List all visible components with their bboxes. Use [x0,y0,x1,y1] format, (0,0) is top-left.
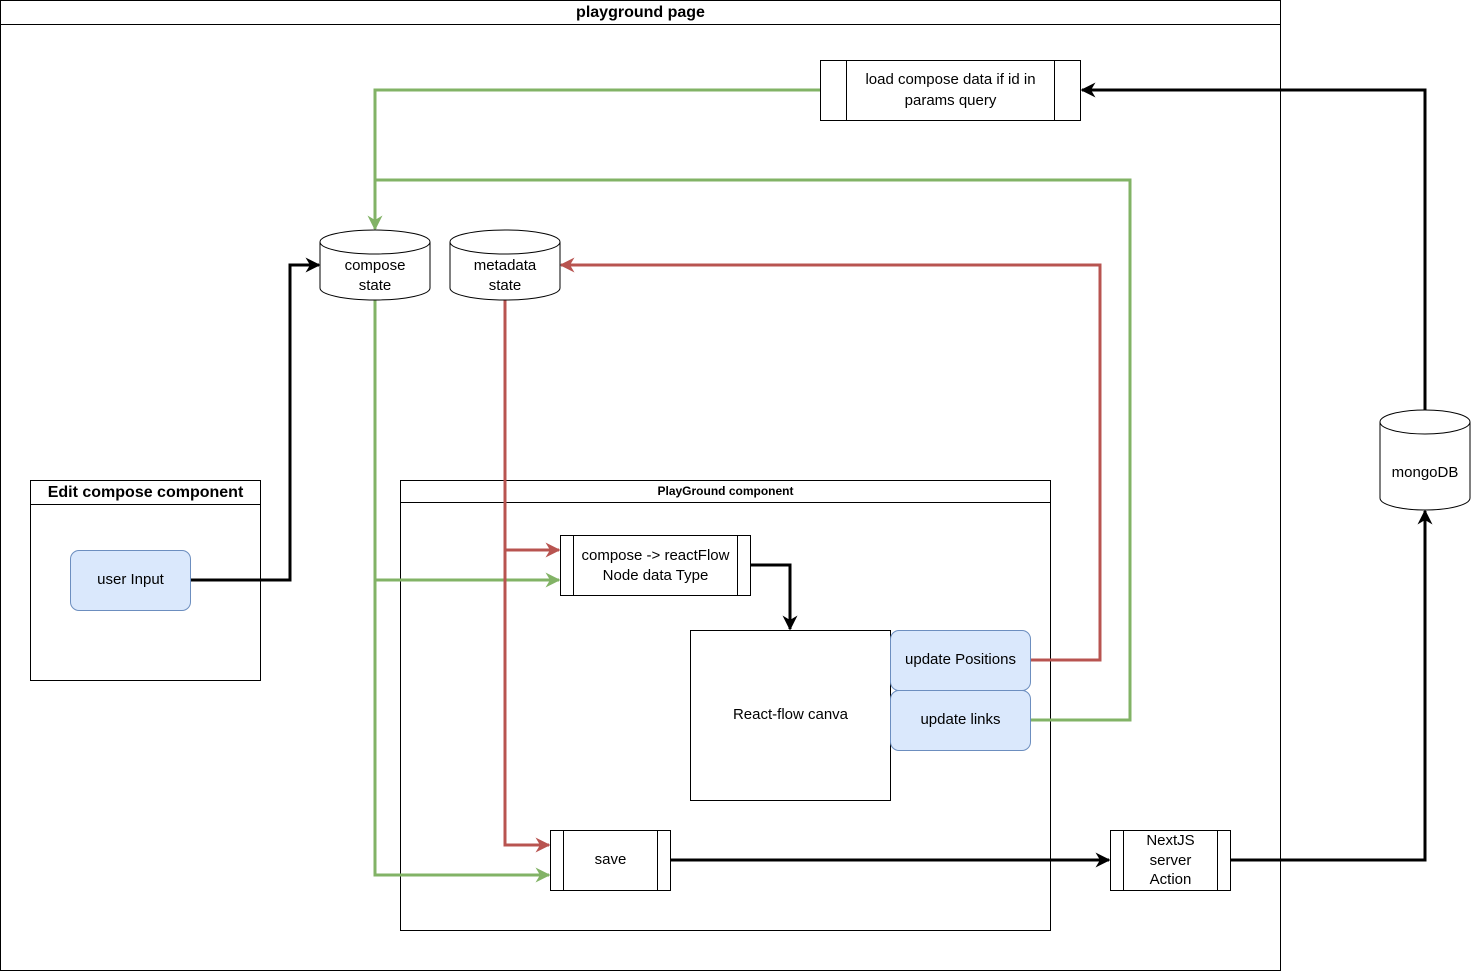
user-input-node: user Input [70,550,191,611]
edge-user-input-to-compose-state [190,257,321,582]
playground-component-frame: PlayGround component [400,480,1051,931]
edge-metadata-to-save [503,300,551,853]
mongodb-label: mongoDB [1391,464,1459,481]
edge-update-positions-to-metadata [559,257,1102,662]
load-compose-data-node: load compose data if id in params query [820,60,1081,121]
mongodb-cylinder [1379,409,1471,511]
metadata-state-label: metadata state [473,257,537,295]
compose-state-label: compose state [344,257,406,295]
edge-transform-to-canva [750,563,798,631]
edge-load-to-compose-state [367,88,820,231]
edge-nextjs-to-mongodb [1230,509,1433,862]
update-links-node: update links [890,690,1031,751]
compose-to-reactflow-node: compose -> reactFlow Node data Type [560,535,751,596]
react-flow-canva-node: React-flow canva [690,630,891,801]
edge-compose-state-to-save [373,300,551,883]
nextjs-server-action-node: NextJS server Action [1110,830,1231,891]
update-positions-node: update Positions [890,630,1031,691]
playground-page-title: playground page [1,1,1280,25]
save-node: save [550,830,671,891]
edge-update-links-to-compose-state [375,178,1132,722]
metadata-state-cylinder [449,229,561,301]
edit-compose-component-title: Edit compose component [31,481,260,505]
playground-component-title: PlayGround component [401,481,1050,503]
compose-state-cylinder [319,229,431,301]
playground-page-frame: playground page [0,0,1281,971]
edge-mongodb-to-load [1080,82,1427,410]
